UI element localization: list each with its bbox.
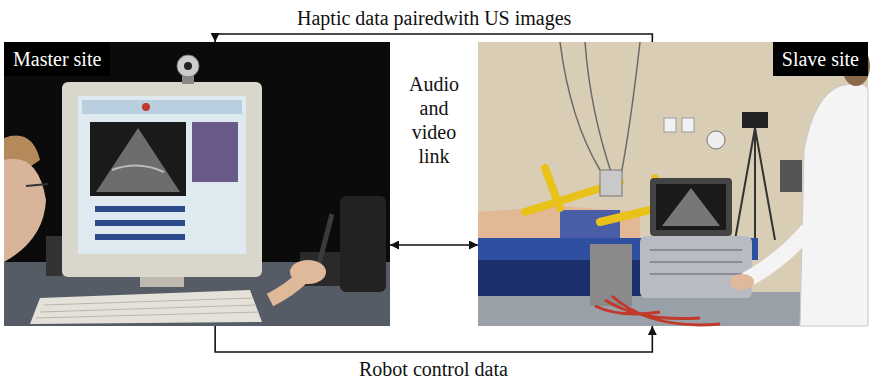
haptic-stylus	[318, 214, 332, 268]
ultrasound-image	[662, 188, 720, 226]
ultrasound-echo	[112, 165, 164, 172]
dark-background	[4, 42, 390, 326]
wall-gauge	[707, 131, 725, 149]
operator-hand	[290, 260, 326, 284]
connector-label: Audio and video link	[391, 72, 477, 168]
connector-label: Robot control data	[355, 357, 512, 381]
keyboard-keys	[36, 298, 259, 318]
nurse-hand	[730, 274, 754, 290]
monitor-screen	[78, 96, 246, 254]
ultrasound-view	[90, 122, 186, 196]
chair	[340, 196, 386, 292]
ultrasound-screen	[656, 184, 726, 230]
red-cables	[595, 296, 720, 325]
connector	[215, 326, 652, 352]
keyboard	[30, 290, 262, 324]
ultrasound-keys	[650, 250, 742, 274]
webcam	[177, 55, 199, 77]
tripod	[735, 128, 775, 240]
ultrasound-fan	[96, 128, 180, 192]
remote-video-view	[192, 122, 238, 182]
monitor-stand	[140, 277, 184, 287]
photo-panel: Slave site	[478, 42, 868, 326]
screen-bar	[95, 220, 185, 226]
robot-base	[590, 244, 632, 306]
nurse-uniform	[800, 84, 868, 326]
site-label: Slave site	[773, 42, 868, 76]
monitor-frame	[62, 82, 262, 277]
ultrasound-screen-frame	[650, 178, 732, 236]
operator-face	[4, 159, 46, 262]
site-label: Master site	[4, 42, 110, 76]
nurse-sleeve	[746, 230, 808, 280]
video-camera	[742, 112, 768, 128]
speaker	[46, 236, 62, 276]
operator-glasses	[26, 184, 48, 186]
master-photo	[4, 42, 390, 326]
connector	[215, 34, 652, 42]
photo-panel: Master site	[4, 42, 390, 326]
wall-socket	[664, 118, 676, 132]
wall-monitor	[780, 160, 802, 192]
screen-bar	[95, 234, 185, 240]
robot-probe-holder	[600, 170, 622, 196]
connector-label: Haptic data pairedwith US images	[293, 6, 575, 30]
webcam-lens	[184, 62, 192, 70]
connector	[390, 244, 478, 246]
slave-photo	[478, 42, 870, 326]
wall-socket	[682, 118, 694, 132]
patient-shorts	[560, 210, 620, 238]
screen-button	[142, 103, 150, 111]
ultrasound-machine	[640, 236, 752, 298]
overhead-cables	[560, 42, 640, 180]
room-wall	[478, 42, 868, 326]
screen-bar	[95, 206, 185, 212]
screen-toolbar	[82, 100, 242, 114]
